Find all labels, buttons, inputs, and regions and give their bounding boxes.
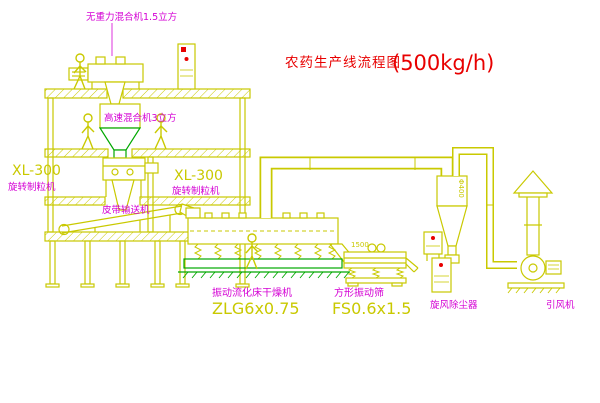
exhaust-duct	[259, 156, 454, 218]
screen-model-label: FS0.6x1.5	[332, 299, 411, 318]
control-cabinet	[431, 257, 452, 293]
vibrating-screen	[343, 243, 419, 287]
floor-slab	[122, 88, 251, 99]
mixer-body	[87, 63, 144, 83]
fan-motor	[545, 260, 562, 275]
granulator-model-left: XL-300	[12, 163, 61, 179]
page-title: 农药生产线流程图 (500kg/h)	[285, 51, 494, 75]
screen-springs	[347, 267, 405, 279]
fan-base	[507, 282, 565, 289]
floor-slab	[44, 88, 108, 99]
exhaust-stack	[512, 170, 554, 256]
floor-slab	[139, 196, 251, 206]
screen-discharge-spout	[405, 257, 419, 269]
dryer-name-label: 振动流化床干燥机	[212, 286, 292, 299]
mixer-outlet-pipe	[113, 149, 127, 159]
high-speed-mixer-label: 高速混合机3立方	[104, 112, 177, 124]
belt-conveyor-label: 皮带输送机	[102, 204, 150, 216]
screen-dim-label: 1500	[351, 241, 369, 249]
rain-cap	[512, 170, 554, 194]
cyclone-cylinder	[436, 175, 468, 207]
control-cabinet	[177, 43, 196, 90]
granulator-motor	[144, 162, 159, 174]
conveyor-pulley	[58, 223, 70, 236]
vibrator-motor	[376, 243, 386, 253]
screen-name-label: 方形振动筛	[334, 286, 384, 299]
granulator-body	[102, 157, 146, 181]
person-figure	[81, 113, 95, 150]
screen-base-frame	[345, 277, 407, 284]
granulator	[102, 157, 159, 211]
granulator-name-center: 旋转制粒机	[172, 185, 220, 197]
gravity-mixer-label: 无重力混合机1.5立方	[86, 11, 177, 23]
title-capacity: (500kg/h)	[392, 51, 494, 75]
dryer-springs	[193, 243, 337, 260]
fan-label: 引风机	[546, 299, 575, 311]
high-speed-mixer	[98, 103, 142, 159]
granulator-discharge-cone	[111, 179, 135, 211]
screen-discharge-spout	[405, 263, 415, 273]
cyclone-label: 旋风除尘器	[430, 299, 478, 311]
indicator-light	[431, 236, 435, 240]
cyclone-outlet-duct	[452, 147, 517, 269]
granulator-name-left: 旋转制粒机	[8, 181, 56, 193]
title-main: 农药生产线流程图	[285, 55, 401, 71]
granulator-model-center: XL-300	[174, 168, 223, 184]
floor-slab	[44, 148, 109, 158]
cyclone-dim-label: Φ400	[457, 179, 465, 198]
mixer-discharge-cone	[104, 81, 126, 105]
mixer-bin-cone	[98, 127, 142, 151]
dryer-model-label: ZLG6x0.75	[212, 299, 300, 318]
control-box	[423, 231, 443, 261]
dryer-feed-box	[185, 207, 201, 219]
indicator-light	[439, 263, 443, 267]
induced-draft-fan	[507, 255, 565, 294]
dryer-base-frame	[178, 258, 350, 279]
floor-slab	[44, 196, 106, 206]
cabinet-display	[181, 47, 186, 52]
fan-hub	[528, 263, 538, 273]
cyclone-dipleg	[447, 245, 457, 256]
cyclone-separator	[436, 175, 468, 264]
screen-body	[343, 251, 407, 269]
indicator-light	[184, 57, 189, 61]
vibrator-motor	[367, 243, 377, 253]
ground-hatch	[507, 287, 561, 294]
floor-slab	[131, 148, 251, 158]
ground-hatch	[182, 271, 350, 279]
